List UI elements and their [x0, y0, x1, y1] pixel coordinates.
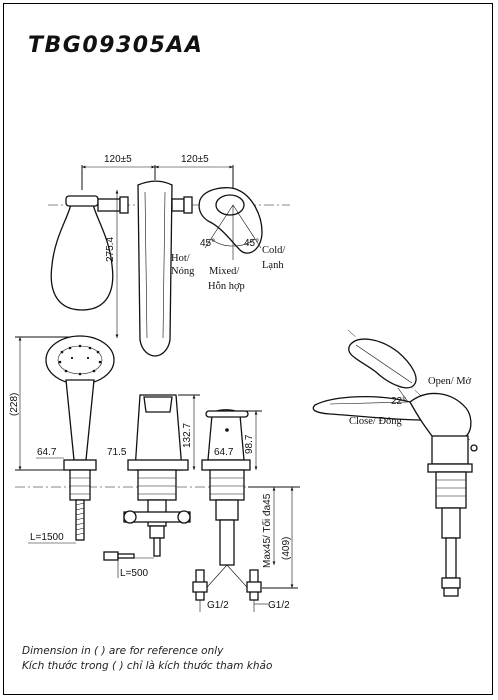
thread-1: G1/2 [207, 600, 229, 611]
label-mixed-en: Mixed/ [209, 266, 239, 277]
dim-spout-height: 132.7 [182, 423, 193, 448]
shower-head-side [348, 338, 417, 389]
model-code: TBG09305AA [28, 33, 204, 58]
hose-length-2: L=500 [120, 568, 149, 579]
hose-length-1: L=1500 [30, 532, 64, 543]
note-english: Dimension in ( ) are for reference only [22, 645, 224, 657]
label-mixed-vi: Hỗn hợp [208, 281, 245, 292]
label-cold-en: Cold/ [262, 245, 285, 256]
label-open: Open/ Mở [428, 376, 472, 387]
dim-overall-height: (228) [9, 393, 20, 416]
dim-top-right: 120±5 [181, 154, 209, 165]
note-vietnamese: Kích thước trong ( ) chỉ là kích thước t… [22, 660, 273, 672]
label-hot-en: Hot/ [171, 253, 190, 264]
spout-plan [137, 180, 173, 357]
label-cold-vi: Lạnh [262, 260, 284, 271]
lever-side [312, 396, 431, 421]
hand-shower-head [45, 335, 115, 385]
dim-shower-offset: 64.7 [37, 447, 57, 458]
dim-max-deck: Max45/ Tối đa45 [261, 493, 273, 568]
angle-open: 22° [391, 396, 406, 407]
dim-handle-offset: 64.7 [214, 447, 234, 458]
plan-view: 120±5 120±5 45° 45° 275.4 Hot/ Nóng Mixe… [48, 154, 290, 357]
dim-spout-offset: 71.5 [107, 447, 127, 458]
hand-shower-plan [50, 199, 114, 311]
dim-handle-height: 98.7 [244, 434, 255, 454]
angle-left: 45° [200, 238, 215, 249]
dim-top-left: 120±5 [104, 154, 132, 165]
front-view: (228) L=1500 64.7 71.5 [9, 335, 300, 612]
hand-shower-grip [65, 379, 95, 461]
mixer-handle-plan [198, 187, 263, 254]
dim-below-deck: (409) [281, 537, 292, 560]
angle-right: 45° [244, 238, 259, 249]
side-view: 22° Open/ Mở Close/ Đóng [312, 329, 478, 597]
thread-2: G1/2 [268, 600, 290, 611]
label-close: Close/ Đóng [349, 416, 403, 427]
dim-spout-length: 275.4 [105, 237, 116, 262]
label-hot-vi: Nóng [171, 266, 195, 277]
